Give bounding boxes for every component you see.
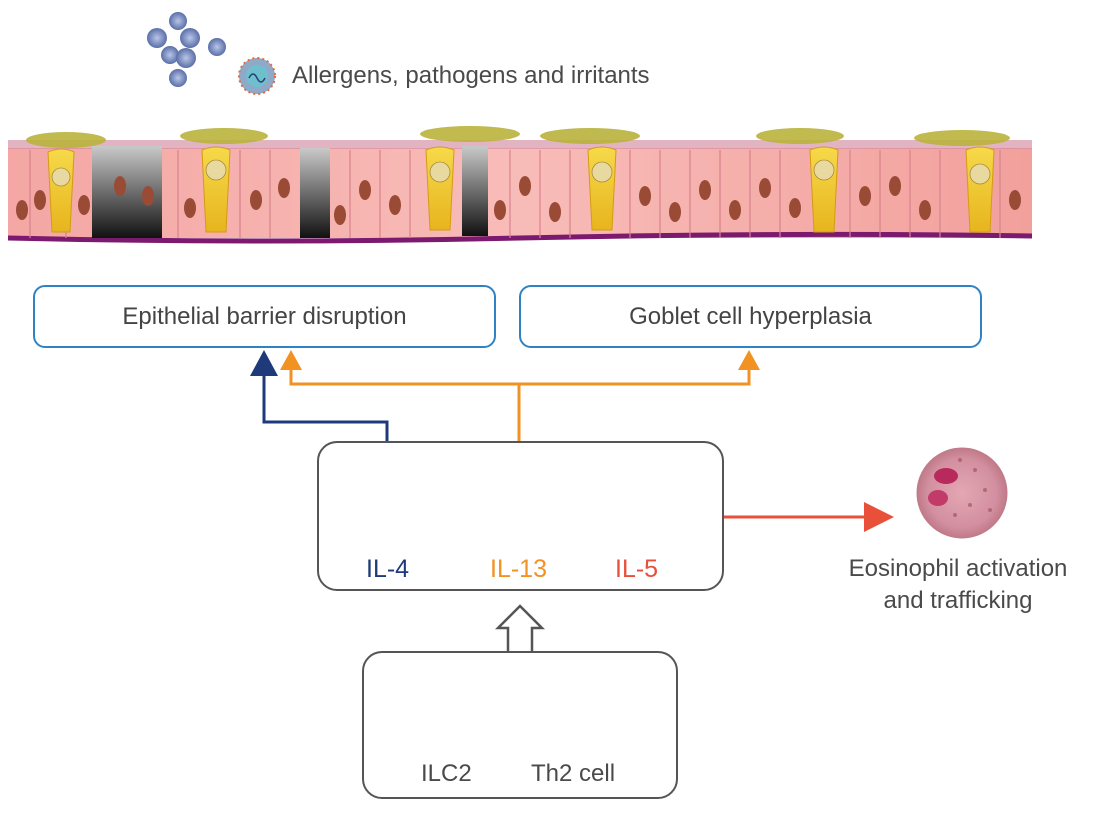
goblet-cell-box: Goblet cell hyperplasia <box>519 285 982 348</box>
il4-arrowhead <box>250 350 278 376</box>
il5-arrowhead <box>864 502 894 532</box>
ilc2-label: ILC2 <box>421 760 472 787</box>
il13-arrowhead-left <box>280 350 302 370</box>
il13-label: IL-13 <box>490 555 547 583</box>
il13-arrow-left <box>289 370 521 465</box>
il5-label: IL-5 <box>615 555 659 583</box>
virus-particles-icon <box>147 12 276 95</box>
eosinophil-label-line1: Eosinophil activation <box>848 555 1068 582</box>
source-to-cytokine-arrow <box>494 604 546 652</box>
cytokine-panel <box>317 441 724 591</box>
goblet-cell-label: Goblet cell hyperplasia <box>629 302 872 330</box>
epithelial-barrier-box: Epithelial barrier disruption <box>33 285 496 348</box>
eosinophil-label-line2: and trafficking <box>883 587 1033 614</box>
il13-arrow-right <box>519 370 751 386</box>
trigger-label: Allergens, pathogens and irritants <box>292 62 650 89</box>
il13-arrowhead-right <box>738 350 760 370</box>
source-cell-panel <box>362 651 678 799</box>
il4-label: IL-4 <box>366 555 410 583</box>
eosinophil-cell-icon <box>916 447 1008 539</box>
airway-epithelium-illustration <box>7 126 1033 244</box>
th2-label: Th2 cell <box>531 760 616 787</box>
epithelial-barrier-label: Epithelial barrier disruption <box>122 302 407 330</box>
